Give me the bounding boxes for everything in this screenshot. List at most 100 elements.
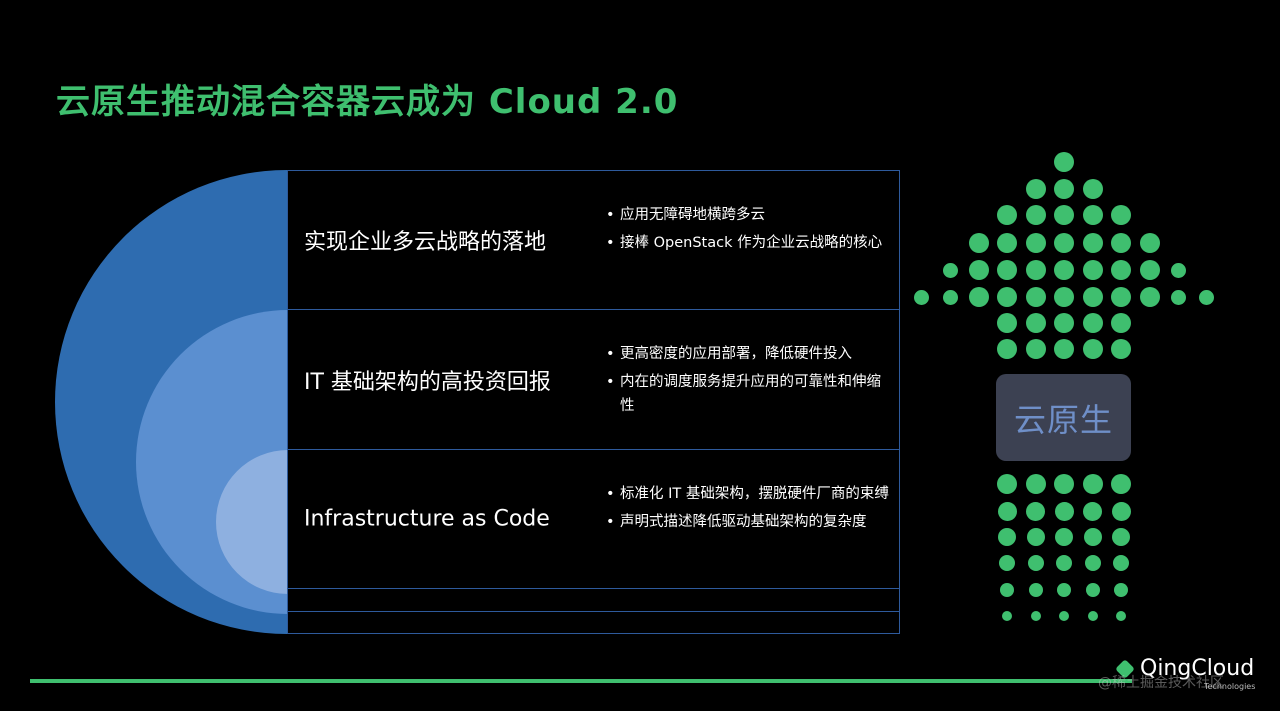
arrow-dot: [1082, 313, 1103, 333]
benefit-row-roi: IT 基础架构的高投资回报 更高密度的应用部署，降低硬件投入 内在的调度服务提升…: [287, 309, 900, 450]
arrow-dot: [1056, 555, 1072, 571]
bullet-item: 应用无障碍地横跨多云: [606, 203, 891, 227]
row-title: Infrastructure as Code: [304, 506, 550, 532]
arrow-dot: [968, 233, 989, 253]
arrow-dot: [1111, 339, 1131, 359]
arrow-dot: [1112, 528, 1130, 546]
benefit-row-multicloud: 实现企业多云战略的落地 应用无障碍地横跨多云 接棒 OpenStack 作为企业…: [287, 170, 900, 310]
arrow-dot: [1000, 583, 1014, 597]
arrow-dot: [997, 313, 1017, 333]
slide-title: 云原生推动混合容器云成为 Cloud 2.0: [56, 82, 679, 122]
arrow-dot: [998, 528, 1016, 546]
bullet-item: 更高密度的应用部署，降低硬件投入: [606, 342, 891, 366]
arrow-dot: [1055, 528, 1073, 546]
bullet-item: 内在的调度服务提升应用的可靠性和伸缩性: [606, 370, 891, 418]
arrow-dot: [1082, 339, 1103, 359]
bullet-item: 声明式描述降低驱动基础架构的复杂度: [606, 510, 891, 534]
arrow-dot: [1116, 611, 1126, 621]
watermark: @稀土掘金技术社区: [1098, 675, 1224, 691]
arrow-dot: [1082, 179, 1103, 199]
arrow-dot: [1054, 474, 1074, 494]
arrow-dot: [1139, 287, 1160, 307]
arrow-dot: [1083, 501, 1102, 521]
arrow-dot: [1170, 289, 1186, 305]
arrow-dot: [1114, 583, 1128, 597]
arrow-dot: [1084, 555, 1101, 571]
arrow-dot: [1054, 233, 1074, 253]
arrow-dot: [1026, 528, 1045, 546]
arrow-dot: [1082, 474, 1103, 494]
arrow-dot: [1083, 528, 1102, 546]
arrow-dot: [1025, 233, 1046, 253]
arrow-dot: [1025, 474, 1046, 494]
bullet-list: 标准化 IT 基础架构，摆脱硬件厂商的束缚 声明式描述降低驱动基础架构的复杂度: [606, 482, 891, 538]
arrow-dot: [1054, 260, 1074, 280]
empty-row: [287, 611, 900, 634]
arrow-dot: [1082, 233, 1103, 253]
arrow-dot: [1111, 205, 1131, 225]
bullet-item: 接棒 OpenStack 作为企业云战略的核心: [606, 231, 891, 255]
arrow-dot: [1054, 339, 1074, 359]
arrow-dot: [1139, 233, 1160, 253]
arrow-dot: [1199, 289, 1214, 305]
qingcloud-logo: QingCloud Technologies: [1115, 656, 1268, 698]
arrow-dot: [1113, 555, 1129, 571]
arrow-dot: [1054, 501, 1074, 521]
arrow-dot: [1111, 260, 1131, 280]
arrow-dot: [997, 205, 1017, 225]
logo-brand: QingCloud: [1140, 656, 1255, 681]
arrow-dot: [1139, 260, 1160, 280]
benefit-row-iac: Infrastructure as Code 标准化 IT 基础架构，摆脱硬件厂…: [287, 449, 900, 589]
arrow-dot: [1002, 611, 1012, 621]
arrow-dot: [1025, 313, 1046, 333]
arrow-dot: [942, 289, 958, 305]
arrow-dot: [1054, 152, 1074, 172]
arrow-dot: [997, 260, 1017, 280]
arrow-dot: [968, 260, 989, 280]
arrow-dot: [968, 287, 989, 307]
arrow-dot: [1054, 179, 1074, 199]
row-title: 实现企业多云战略的落地: [304, 230, 547, 255]
arrow-dot: [1025, 205, 1046, 225]
arrow-dot: [999, 555, 1015, 571]
arrow-dot: [1111, 501, 1131, 521]
arrow-dot: [1025, 179, 1046, 199]
arrow-dot: [1054, 205, 1074, 225]
bullet-list: 更高密度的应用部署，降低硬件投入 内在的调度服务提升应用的可靠性和伸缩性: [606, 342, 891, 422]
arrow-dot: [1082, 205, 1103, 225]
logo-subtitle: Technologies: [1204, 682, 1256, 691]
arrow-dot: [1111, 233, 1131, 253]
arrow-dot: [997, 339, 1017, 359]
arrow-dot: [1025, 260, 1046, 280]
arrow-dot: [1111, 313, 1131, 333]
arrow-dot: [1170, 262, 1186, 278]
arrow-label-badge: 云原生: [996, 374, 1131, 461]
arrow-dot: [1111, 287, 1131, 307]
arrow-dot: [1028, 583, 1043, 597]
arrow-dot: [1085, 583, 1100, 597]
row-title: IT 基础架构的高投资回报: [304, 369, 551, 395]
arrow-dot: [1059, 611, 1069, 621]
arrow-dot: [997, 474, 1017, 494]
arrow-dot: [1025, 287, 1046, 307]
arrow-dot: [1087, 611, 1098, 621]
arrow-dot: [1025, 339, 1046, 359]
arrow-dot: [997, 233, 1017, 253]
arrow-dot: [997, 287, 1017, 307]
arrow-dot: [1082, 260, 1103, 280]
footer-divider: [30, 679, 1132, 683]
arrow-dot: [914, 289, 929, 305]
arrow-dot: [942, 262, 958, 278]
arrow-dot: [1082, 287, 1103, 307]
arrow-dot: [1054, 287, 1074, 307]
bullet-item: 标准化 IT 基础架构，摆脱硬件厂商的束缚: [606, 482, 891, 506]
arrow-dot: [1030, 611, 1041, 621]
arrow-dot: [1027, 555, 1044, 571]
arrow-dot: [1054, 313, 1074, 333]
arrow-dot: [1026, 501, 1045, 521]
empty-row: [287, 588, 900, 612]
arrow-dot: [1111, 474, 1131, 494]
arrow-dot: [997, 501, 1017, 521]
arrow-dot: [1057, 583, 1071, 597]
